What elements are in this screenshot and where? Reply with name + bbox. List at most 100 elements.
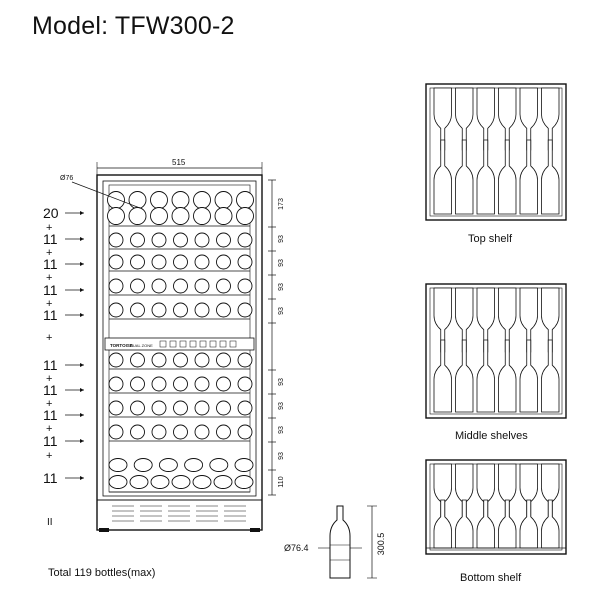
bottle-side-view: [541, 139, 560, 215]
bottle-side-view: [519, 139, 538, 215]
plus-sign: +: [46, 272, 52, 284]
count-arrow-head: [80, 476, 84, 480]
bottle-side-view: [541, 463, 560, 523]
bottle-middle: [237, 302, 253, 318]
bottle-middle: [151, 400, 167, 416]
bottle-bottom: [150, 475, 170, 489]
bottle-count-label: 11: [43, 407, 58, 423]
bottle-count-label: 11: [43, 470, 58, 486]
bottle-middle: [173, 232, 188, 248]
bottle-middle: [130, 400, 145, 416]
bottle-height-label: 300.5: [376, 533, 386, 556]
bottle-middle: [216, 424, 231, 440]
bottle-middle: [108, 376, 124, 392]
plus-sign: +: [46, 450, 52, 462]
shelf-height-label: 93: [278, 235, 285, 243]
bottle-top: [193, 207, 211, 225]
bottle-middle: [130, 254, 145, 270]
brand-label: TORTOISE: [110, 343, 133, 348]
shelf-inner-frame: [429, 287, 563, 415]
bottle-middle: [194, 424, 210, 440]
bottle-side-view: [519, 463, 538, 523]
top-shelf-caption: Top shelf: [468, 233, 513, 245]
shelf-height-label: 93: [278, 378, 285, 386]
bottle-side-view: [519, 287, 538, 353]
bottle-middle: [216, 232, 231, 248]
bottle-top: [128, 191, 147, 209]
bottle-count-label: 20: [43, 205, 59, 221]
bottle-middle: [173, 278, 188, 294]
plus-sign: +: [46, 298, 52, 310]
bottle-top: [107, 207, 125, 225]
bottle-middle: [216, 302, 231, 318]
bottle-side-view: [476, 339, 495, 413]
bottom-shelf-caption: Bottom shelf: [460, 572, 522, 584]
bottle-bottom: [234, 458, 254, 472]
subbrand-label: DUAL ZONE: [130, 343, 153, 348]
bottle-bottom: [133, 458, 153, 472]
middle-shelf-drawing: [425, 283, 567, 419]
bottle-side-view: [541, 339, 560, 413]
bottle-top: [236, 191, 254, 209]
panel-button: [169, 340, 177, 348]
count-arrow-head: [80, 288, 84, 292]
bottle-side-view: [498, 287, 517, 353]
model-title: Model: TFW300-2: [32, 12, 235, 40]
foot: [99, 528, 109, 532]
bottle-top: [128, 207, 147, 225]
bottle-middle: [194, 254, 210, 270]
bottle-top: [214, 191, 233, 209]
bottle-bottom: [209, 458, 229, 472]
bottle-top: [214, 207, 233, 225]
bottom-height-label: 110: [278, 476, 285, 487]
bottle-middle: [216, 400, 231, 416]
panel-button: [159, 340, 167, 348]
bottom-shelf-drawing: [425, 459, 567, 555]
bottle-side-view: [455, 339, 474, 413]
bottle-middle: [173, 400, 188, 416]
bottle-middle: [130, 376, 145, 392]
bottle-middle: [108, 400, 124, 416]
bottle-middle: [173, 352, 188, 368]
bottle-side-view: [519, 339, 538, 413]
bottle-side-view: [476, 463, 495, 523]
bottle-side-view: [433, 287, 452, 353]
count-arrow-head: [80, 211, 84, 215]
bottle-top: [107, 191, 125, 209]
bottle-bottom: [234, 475, 254, 489]
bottle-side-view: [498, 463, 517, 523]
shelf-height-label: 93: [278, 452, 285, 460]
bottle-side-view: [433, 463, 452, 523]
count-arrow-head: [80, 237, 84, 241]
bottle-top: [150, 207, 168, 225]
bottle-count-label: 11: [43, 357, 58, 373]
bottle-bottom: [184, 458, 204, 472]
diameter-label: Ø76: [60, 175, 73, 182]
bottle-middle: [108, 278, 124, 294]
bottle-side-view: [498, 87, 517, 151]
bottle-side-view: [476, 87, 495, 151]
count-arrow-head: [80, 313, 84, 317]
shelf-inner-frame: [429, 463, 563, 551]
bottle-side-view: [476, 139, 495, 215]
shelf-inner-frame: [429, 87, 563, 217]
bottle-top: [150, 191, 168, 209]
bottle-middle: [194, 400, 210, 416]
plus-sign: +: [46, 373, 52, 385]
plus-sign: +: [46, 332, 52, 344]
bottle-count-label: 11: [43, 382, 58, 398]
bottle-count-label: 11: [43, 256, 58, 272]
plus-sign: +: [46, 423, 52, 435]
bottle-middle: [237, 376, 253, 392]
bottle-middle: [194, 232, 210, 248]
bottle-middle: [151, 376, 167, 392]
total-bottles-caption: Total 119 bottles(max): [48, 567, 156, 579]
shelf-height-label: 93: [278, 259, 285, 267]
diameter-leader: [71, 181, 141, 209]
bottle-middle: [151, 232, 167, 248]
bottle-middle: [173, 254, 188, 270]
